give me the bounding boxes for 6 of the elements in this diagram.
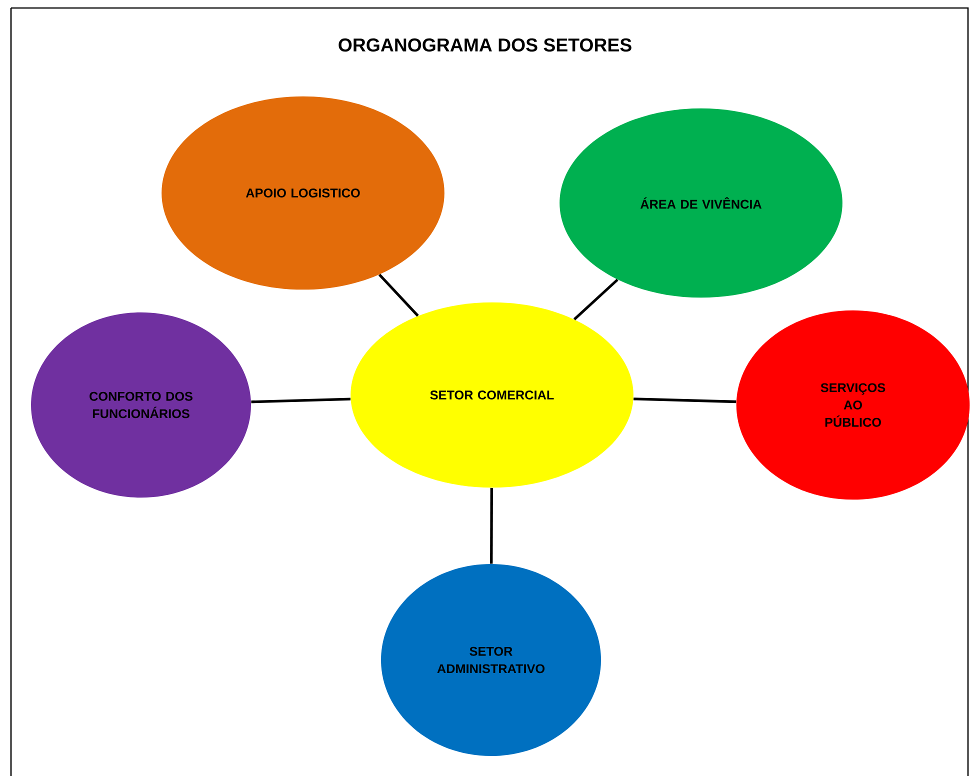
title: ORGANOGRAMA DOS SETORES <box>338 38 632 52</box>
connector-line <box>573 278 618 320</box>
connector-line <box>251 398 350 404</box>
connector-line <box>378 274 419 317</box>
connector-line <box>634 398 736 404</box>
connector-line <box>490 488 493 564</box>
